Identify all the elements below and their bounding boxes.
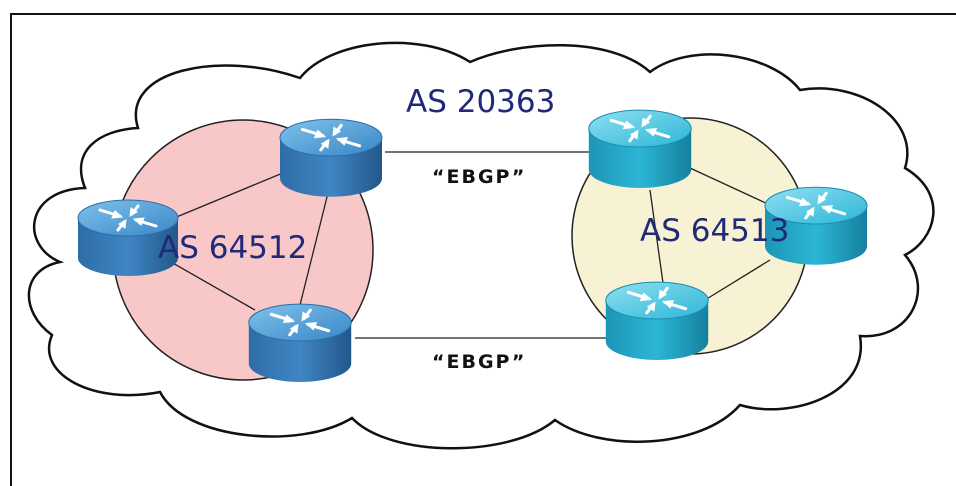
link-label-bottom: “EBGP” <box>432 351 526 373</box>
router-icon <box>278 117 384 199</box>
sub-as-right-label: AS 64513 <box>640 213 789 249</box>
links <box>149 151 771 339</box>
link-right-top-to-right-side <box>689 167 771 206</box>
link-right-side-to-right-bottom <box>704 259 771 301</box>
router-icon <box>587 108 693 190</box>
frame <box>10 13 956 486</box>
link-left-mid-to-left-bottom <box>299 184 331 306</box>
outer-as-label: AS 20363 <box>406 84 555 120</box>
router-icon <box>604 280 710 362</box>
router-icon <box>247 302 353 384</box>
sub-as-left-label: AS 64512 <box>158 230 307 266</box>
link-label-top: “EBGP” <box>432 166 526 188</box>
link-right-top-to-right-bottom <box>649 189 665 291</box>
